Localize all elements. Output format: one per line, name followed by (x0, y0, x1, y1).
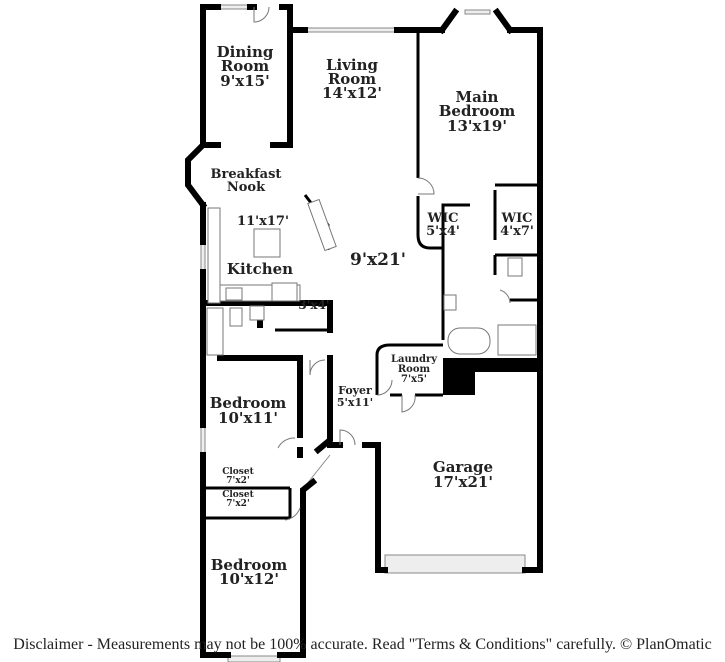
room-living-room: Living Room 14'x12' (322, 56, 382, 102)
room-name: Living (326, 56, 379, 74)
doors (253, 6, 511, 521)
room-bedroom-3: Bedroom 10'x12' (211, 556, 288, 588)
room-name: Closet (222, 490, 254, 500)
room-name: Kitchen (227, 260, 293, 278)
hall-size: 9'x21' (350, 250, 406, 270)
room-size: 7'x2' (226, 476, 249, 486)
walls (185, 4, 543, 658)
room-size: 13'x19' (447, 117, 507, 135)
room-size: 4'x7' (500, 224, 534, 239)
room-name: Garage (433, 458, 493, 476)
room-size: 9'x15' (220, 72, 269, 90)
room-size: 10'x11' (218, 409, 278, 427)
room-size: 7'x2' (226, 499, 249, 509)
room-laundry: Laundry Room 7'x5' (391, 354, 438, 385)
room-kitchen: 11'x17' Kitchen (227, 214, 293, 278)
room-foyer: Foyer 5'x11' (337, 384, 373, 409)
room-size: 17'x21' (433, 473, 493, 491)
room-name: Room (398, 364, 431, 375)
room-size: 5'x11' (337, 396, 373, 409)
room-name: Room (328, 70, 376, 88)
room-garage: Garage 17'x21' (433, 458, 493, 491)
room-name: Dining (217, 43, 274, 61)
room-name: Room (221, 57, 269, 75)
pantry-size: 3'x4' (298, 298, 329, 312)
room-dining-room: Dining Room 9'x15' (217, 43, 274, 90)
room-bedroom-2: Bedroom 10'x11' (210, 394, 287, 427)
room-name: Main (456, 88, 499, 106)
room-size: 7'x5' (401, 374, 427, 385)
room-name: Breakfast (211, 167, 282, 182)
room-name: Closet (222, 467, 254, 477)
room-wic-1: WIC 5'x4' (426, 211, 460, 239)
room-name: Bedroom (439, 102, 516, 120)
room-name: Foyer (338, 384, 372, 397)
room-breakfast-nook: Breakfast Nook (211, 167, 282, 195)
room-size: 10'x12' (219, 570, 279, 588)
disclaimer-text: Disclaimer - Measurements may not be 100… (13, 636, 712, 653)
room-size: 5'x4' (426, 224, 460, 239)
room-name: Bedroom (210, 394, 287, 412)
room-size: 11'x17' (237, 214, 289, 229)
fixtures (206, 207, 537, 356)
room-closet-2: Closet 7'x2' (222, 490, 254, 509)
room-main-bedroom: Main Bedroom 13'x19' (439, 88, 516, 135)
room-name: WIC (500, 211, 532, 226)
room-name: Bedroom (211, 556, 288, 574)
room-wic-2: WIC 4'x7' (500, 211, 534, 239)
room-name: Laundry (391, 354, 438, 365)
room-name: Nook (227, 180, 266, 195)
room-size: 14'x12' (322, 84, 382, 102)
room-closet-1: Closet 7'x2' (222, 467, 254, 486)
room-name: WIC (426, 211, 458, 226)
